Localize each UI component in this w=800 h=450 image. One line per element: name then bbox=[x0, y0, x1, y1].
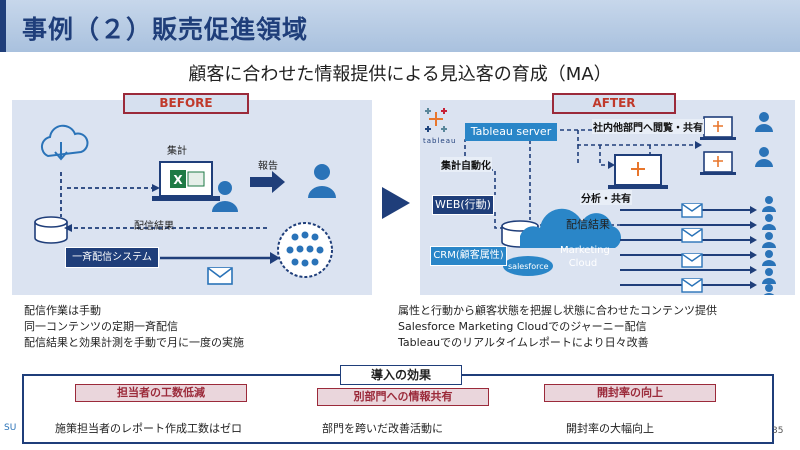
customer-persons-icon bbox=[762, 196, 776, 295]
tableau-logo-icon bbox=[425, 108, 447, 132]
page-number: 35 bbox=[772, 426, 784, 436]
mail-icon bbox=[207, 267, 233, 285]
department-person-icon bbox=[755, 112, 773, 167]
after-mail-icon bbox=[681, 203, 703, 293]
salesforce-label: salesforce bbox=[508, 262, 549, 271]
manager-person-icon bbox=[308, 164, 336, 198]
after-note: Salesforce Marketing Cloudでのジャーニー配信 bbox=[398, 320, 647, 333]
salesforce-logo-icon bbox=[503, 256, 553, 276]
tableau-server-box: Tableau server bbox=[465, 123, 557, 141]
cloud-download-icon bbox=[40, 124, 89, 161]
title-bar bbox=[0, 0, 800, 52]
effect-text-sharing: 部門を跨いだ改善活動に bbox=[322, 422, 443, 435]
after-note: 属性と行動から顧客状態を把握し状態に合わせたコンテンツ提供 bbox=[398, 304, 717, 317]
before-notes: 配信作業は手動 同一コンテンツの定期一斉配信 配信結果と効果計測を手動で月に一度… bbox=[24, 303, 244, 351]
department-laptop-icon bbox=[700, 116, 736, 175]
before-tag: BEFORE bbox=[123, 93, 249, 114]
before-aggregate-label: 集計 bbox=[167, 146, 187, 157]
share-departments-label: 社内他部門へ閲覧・共有 bbox=[592, 119, 704, 134]
tableau-logo-text: tableau bbox=[423, 137, 457, 145]
crm-box: CRM(顧客属性) bbox=[430, 246, 507, 266]
marketing-cloud-label: Marketing Cloud bbox=[560, 245, 610, 269]
after-note: Tableauでのリアルタイムレポートにより日々改善 bbox=[398, 336, 649, 349]
bulk-delivery-system: 一斉配信システム bbox=[65, 247, 159, 268]
effect-text-workload: 施策担当者のレポート作成工数はゼロ bbox=[55, 422, 242, 435]
auto-aggregate-label: 集計自動化 bbox=[440, 157, 492, 172]
analysis-laptop-icon bbox=[608, 154, 668, 189]
person-icon bbox=[212, 181, 238, 212]
before-report-label: 報告 bbox=[258, 161, 278, 172]
after-notes: 属性と行動から顧客状態を把握し状態に合わせたコンテンツ提供 Salesforce… bbox=[398, 303, 717, 351]
before-note: 配信作業は手動 bbox=[24, 304, 101, 317]
laptop-excel-icon: X bbox=[152, 161, 220, 201]
after-tag: AFTER bbox=[552, 93, 676, 114]
analysis-share-label: 分析・共有 bbox=[580, 190, 632, 205]
slide-subtitle: 顧客に合わせた情報提供による見込客の育成（MA） bbox=[188, 64, 612, 85]
before-note: 同一コンテンツの定期一斉配信 bbox=[24, 320, 178, 333]
report-arrow-icon bbox=[250, 171, 285, 193]
web-behavior-box: WEB(行動) bbox=[432, 195, 494, 215]
title-accent-stripe bbox=[0, 0, 6, 52]
slide-title: 事例（２）販売促進領域 bbox=[22, 15, 309, 44]
after-delivery-result-label: 配信結果 bbox=[566, 218, 610, 231]
before-note: 配信結果と効果計測を手動で月に一度の実施 bbox=[24, 336, 244, 349]
before-delivery-result-label: 配信結果 bbox=[134, 221, 174, 232]
after-diagram bbox=[425, 108, 776, 295]
transition-arrow-icon bbox=[382, 187, 410, 219]
svg-text:X: X bbox=[173, 173, 183, 187]
marketing-cloud-shape bbox=[520, 208, 621, 248]
database-icon bbox=[34, 216, 68, 244]
customer-group-icon bbox=[277, 222, 333, 278]
effect-tag-open-rate: 開封率の向上 bbox=[544, 384, 716, 402]
before-diagram: X bbox=[34, 124, 336, 285]
effect-text-open-rate: 開封率の大幅向上 bbox=[566, 422, 654, 435]
effects-heading: 導入の効果 bbox=[340, 365, 462, 385]
effect-tag-sharing: 別部門への情報共有 bbox=[317, 388, 489, 406]
footer-left-text: SU bbox=[4, 423, 17, 433]
effect-tag-workload: 担当者の工数低減 bbox=[75, 384, 247, 402]
